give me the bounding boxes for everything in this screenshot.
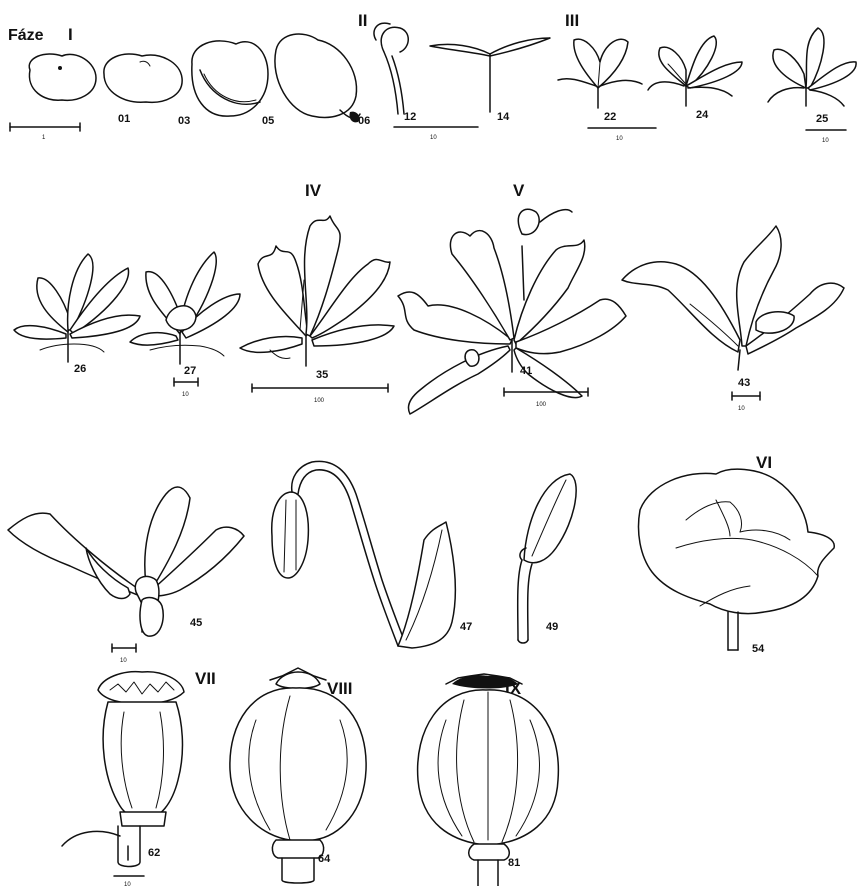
seed-03-drawing [104, 54, 182, 102]
capsule-62-drawing [62, 672, 184, 867]
seed-06-drawing [275, 34, 360, 122]
phase-I-label: I [68, 25, 73, 44]
plant-43-drawing [622, 226, 844, 370]
stage-25-label: 25 [816, 113, 828, 125]
seed-01-drawing [29, 54, 96, 100]
plant-47-drawing [272, 461, 456, 648]
phase-VII-label: VII [195, 669, 216, 688]
scale-bar-27 [174, 378, 198, 386]
stage-49-label: 49 [546, 621, 558, 633]
stage-03-label: 03 [178, 115, 190, 127]
stage-12-label: 12 [404, 111, 416, 123]
stage-45-label: 45 [190, 617, 202, 629]
stage-06-label: 06 [358, 115, 370, 127]
scale-label-35: 100 [314, 398, 325, 404]
stage-64-label: 64 [318, 853, 331, 865]
capsule-64-drawing [230, 668, 366, 883]
scale-label-41: 100 [536, 402, 547, 408]
stage-22-label: 22 [604, 111, 616, 123]
scale-bar-43 [732, 392, 760, 400]
capsule-81-drawing [418, 674, 559, 886]
plant-49-drawing [518, 474, 576, 643]
rosette-22-drawing [558, 39, 642, 108]
plant-45-drawing [8, 487, 244, 636]
scale-bar-35 [252, 384, 388, 392]
phase-III-label: III [565, 11, 579, 30]
scale-label-25: 10 [822, 138, 829, 144]
phase-V-label: V [513, 181, 525, 200]
scale-label-43: 10 [738, 406, 745, 412]
plant-41-drawing [398, 209, 626, 414]
stage-62-label: 62 [148, 847, 160, 859]
stage-35-label: 35 [316, 369, 328, 381]
scale-label-1: 1 [42, 135, 46, 141]
scale-bar-phase-I [10, 123, 80, 131]
plant-26-drawing [14, 254, 140, 362]
phase-II-label: II [358, 11, 367, 30]
stage-05-label: 05 [262, 115, 274, 127]
phase-IV-label: IV [305, 181, 322, 200]
plant-27-drawing [130, 252, 240, 364]
stage-27-label: 27 [184, 365, 196, 377]
scale-label-45: 10 [120, 658, 127, 664]
stage-47-label: 47 [460, 621, 472, 633]
scale-label-22: 10 [616, 136, 623, 142]
phase-VI-label: VI [756, 453, 772, 472]
seedling-14-drawing [430, 38, 550, 112]
stage-26-label: 26 [74, 363, 86, 375]
scale-bar-45 [112, 644, 136, 652]
seedling-12-drawing [374, 23, 408, 114]
scale-label-62: 10 [124, 882, 131, 886]
rosette-24-drawing [648, 36, 742, 106]
stage-14-label: 14 [497, 111, 510, 123]
stage-41-label: 41 [520, 365, 532, 377]
seed-05-drawing [192, 41, 268, 116]
scale-label-II: 10 [430, 135, 437, 141]
stage-24-label: 24 [696, 109, 709, 121]
scale-label-27: 10 [182, 392, 189, 398]
rosette-25-drawing [768, 28, 856, 106]
stage-01-label: 01 [118, 113, 130, 125]
stage-54-label: 54 [752, 643, 765, 655]
plant-54-drawing [639, 469, 835, 650]
plant-35-drawing [240, 216, 394, 366]
stage-43-label: 43 [738, 377, 750, 389]
stage-81-label: 81 [508, 857, 520, 869]
title-label: Fáze [8, 27, 44, 44]
